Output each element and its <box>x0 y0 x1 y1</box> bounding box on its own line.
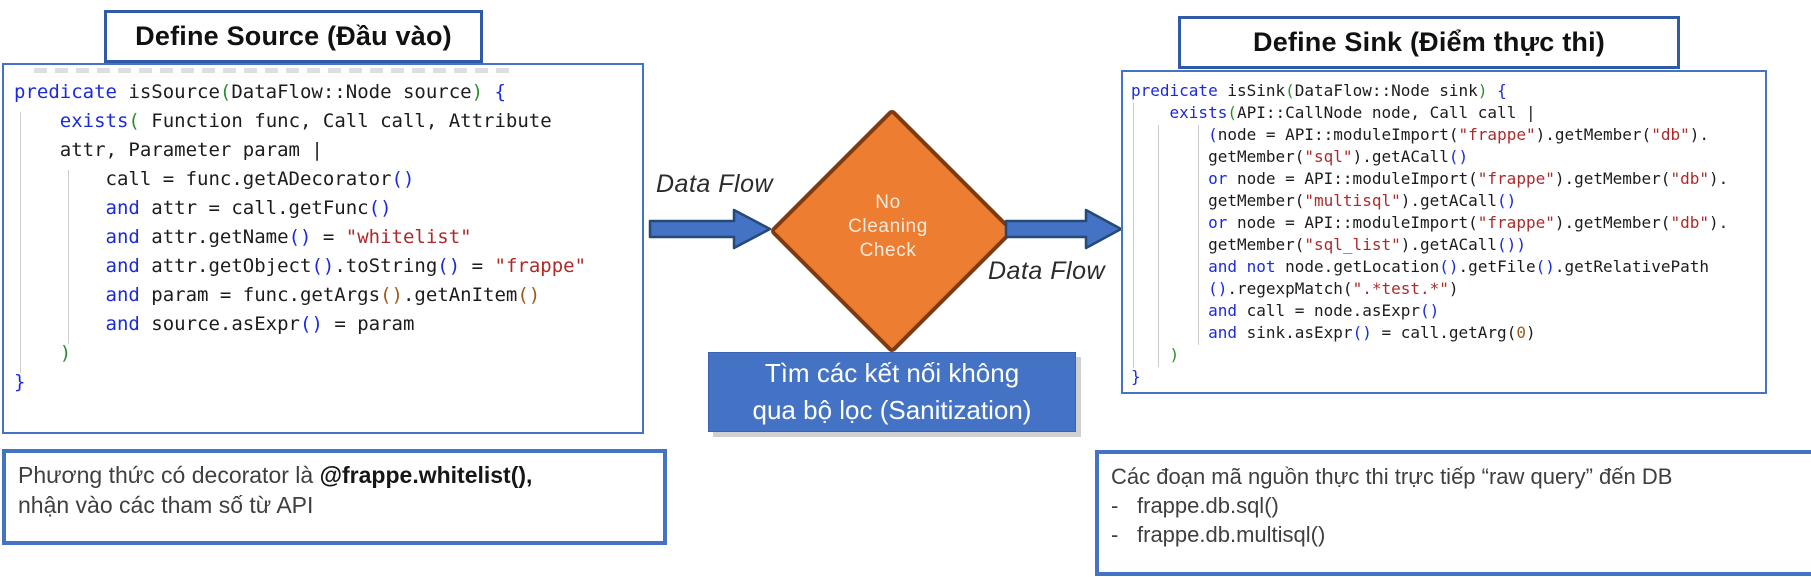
note-item-text: frappe.db.multisql() <box>1137 522 1326 547</box>
indent-guide <box>1198 125 1199 345</box>
diamond-line-3: Check <box>859 240 917 261</box>
indent-guide <box>20 112 21 373</box>
sink-title-box: Define Sink (Điểm thực thi) <box>1178 16 1680 69</box>
sink-note-heading: Các đoạn mã nguồn thực thi trực tiếp “ra… <box>1111 464 1673 489</box>
source-note-box: Phương thức có decorator là @frappe.whit… <box>2 449 667 545</box>
bullet-dash: - <box>1111 493 1119 518</box>
source-note-line-2: nhận vào các tham số từ API <box>18 492 314 518</box>
cropped-text-artifact <box>34 68 514 73</box>
bullet-dash: - <box>1111 522 1119 547</box>
source-note-text: Phương thức có decorator là <box>18 462 320 488</box>
sink-note-box: Các đoạn mã nguồn thực thi trực tiếp “ra… <box>1095 450 1811 576</box>
diamond-label: No Cleaning Check <box>808 191 968 263</box>
source-note-line-1: Phương thức có decorator là @frappe.whit… <box>18 460 651 490</box>
sink-title: Define Sink (Điểm thực thi) <box>1253 27 1605 57</box>
indent-guide <box>1133 103 1134 368</box>
note-item-row: - frappe.db.sql() <box>1111 491 1811 520</box>
indent-guide <box>1158 125 1159 367</box>
note-item-text: frappe.db.sql() <box>1137 493 1279 518</box>
data-flow-arrow-right-icon <box>1004 208 1123 250</box>
data-flow-label-right: Data Flow <box>988 257 1106 285</box>
source-code-block: predicate isSource(DataFlow::Node source… <box>2 63 644 434</box>
sink-code-block: predicate isSink(DataFlow::Node sink) { … <box>1121 70 1767 394</box>
caption-line-1: Tìm các kết nối không <box>764 358 1020 388</box>
note-item-row: - frappe.db.multisql() <box>1111 520 1811 549</box>
source-title-box: Define Source (Đầu vào) <box>104 10 483 63</box>
diamond-line-1: No <box>875 192 901 213</box>
source-code-text: predicate isSource(DataFlow::Node source… <box>14 81 587 393</box>
caption-line-2: qua bộ lọc (Sanitization) <box>752 395 1032 425</box>
diamond-line-2: Cleaning <box>848 216 928 237</box>
indent-guide <box>68 170 69 344</box>
data-flow-arrow-left-icon <box>648 208 772 250</box>
source-note-bold-text: @frappe.whitelist(), <box>319 462 533 488</box>
source-title: Define Source (Đầu vào) <box>135 21 452 51</box>
sanitization-caption-box: Tìm các kết nối không qua bộ lọc (Saniti… <box>708 352 1076 432</box>
sink-code-text: predicate isSink(DataFlow::Node sink) { … <box>1131 81 1729 386</box>
data-flow-label-left: Data Flow <box>656 170 774 198</box>
